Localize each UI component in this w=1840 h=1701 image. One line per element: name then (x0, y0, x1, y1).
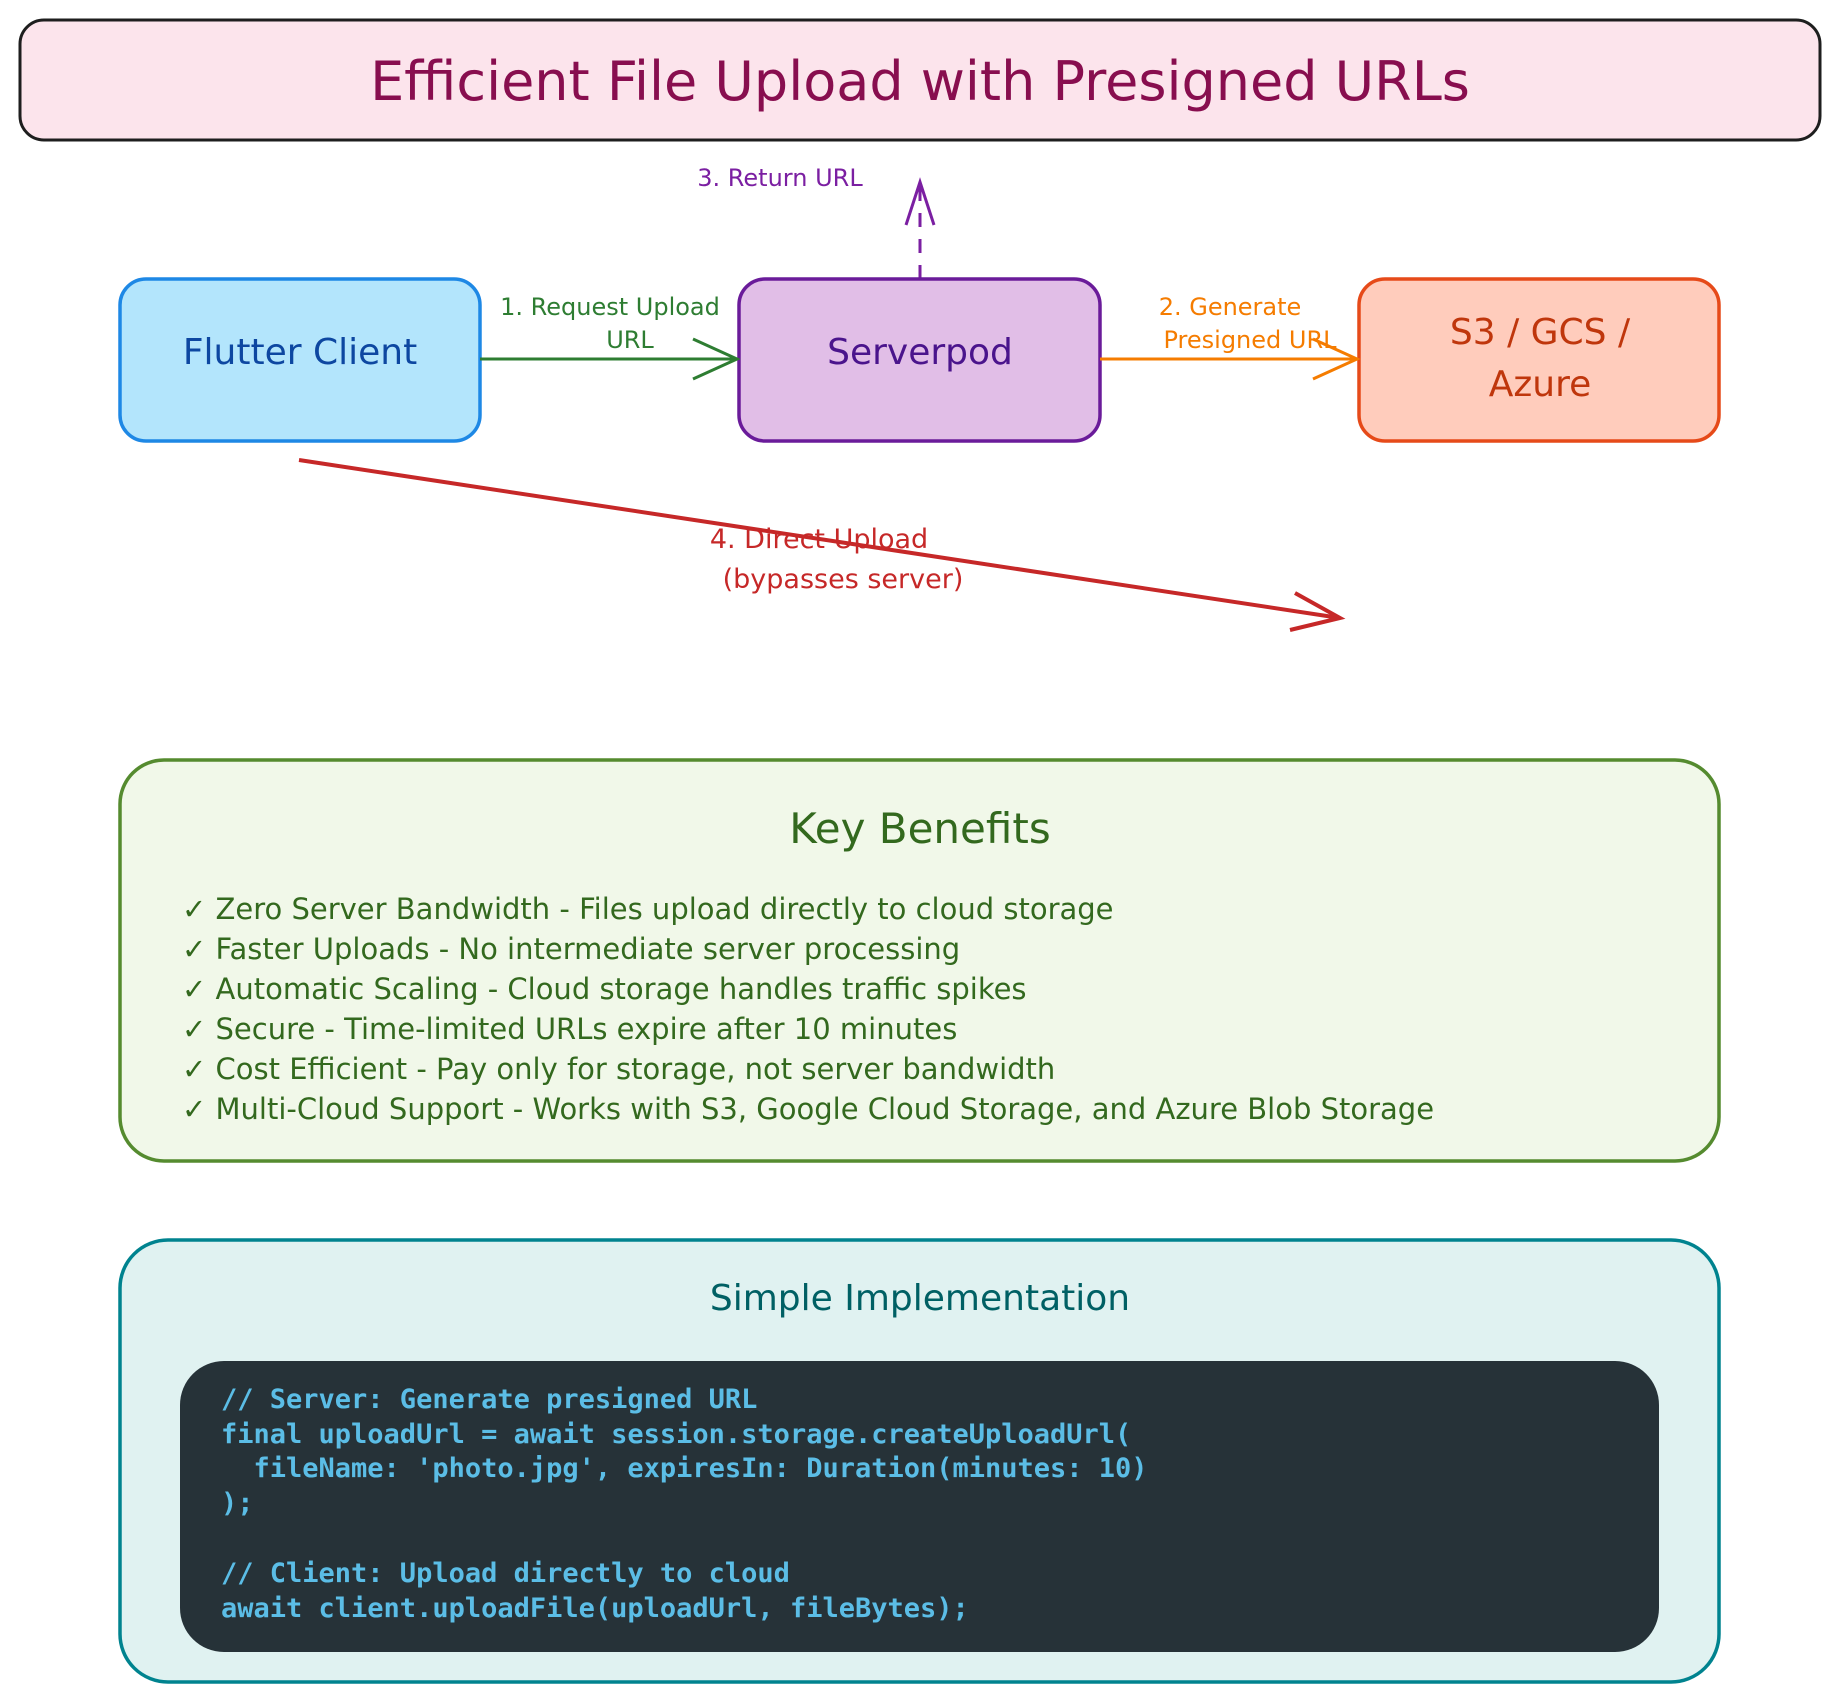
edge-return-url (904, 177, 936, 279)
title-box (18, 18, 1822, 142)
edge-direct-label-2: (bypasses server) (723, 564, 964, 595)
benefit-item: ✓ Zero Server Bandwidth - Files upload d… (182, 892, 1114, 926)
node-flutter-client-label: Flutter Client (183, 332, 417, 373)
edge-request-label-2: URL (606, 326, 654, 354)
edge-request-upload (480, 337, 741, 381)
code-block (180, 1361, 1659, 1652)
edge-generate-url (1100, 337, 1361, 381)
edge-generate-label-2: Presigned URL (1163, 326, 1337, 354)
code-line: ); (221, 1488, 254, 1519)
node-cloud-storage-label-2: Azure (1489, 364, 1592, 405)
node-cloud-storage-label-1: S3 / GCS / (1450, 312, 1631, 353)
edge-direct-label-1: 4. Direct Upload (710, 524, 928, 555)
edge-generate-label-1: 2. Generate (1159, 293, 1302, 321)
benefits-box (118, 758, 1721, 1163)
code-lines: // Server: Generate presigned URL final … (221, 1384, 1148, 1624)
benefits-list: ✓ Zero Server Bandwidth - Files upload d… (182, 892, 1434, 1126)
edge-request-label-1: 1. Request Upload (500, 293, 720, 321)
edge-return-label: 3. Return URL (697, 164, 863, 192)
implementation-title: Simple Implementation (710, 1278, 1130, 1319)
benefit-item: ✓ Multi-Cloud Support - Works with S3, G… (182, 1092, 1434, 1126)
benefits-title: Key Benefits (789, 804, 1050, 853)
benefit-item: ✓ Cost Efficient - Pay only for storage,… (182, 1052, 1055, 1086)
benefit-item: ✓ Faster Uploads - No intermediate serve… (182, 932, 960, 966)
benefit-item: ✓ Automatic Scaling - Cloud storage hand… (182, 972, 1027, 1006)
edge-direct-upload (298, 458, 1346, 632)
code-line: fileName: 'photo.jpg', expiresIn: Durati… (221, 1453, 1148, 1484)
code-line: await client.uploadFile(uploadUrl, fileB… (221, 1593, 969, 1624)
node-serverpod-label: Serverpod (827, 332, 1013, 373)
code-line: // Client: Upload directly to cloud (221, 1558, 790, 1589)
node-cloud-storage (1357, 277, 1721, 443)
code-line: final uploadUrl = await session.storage.… (221, 1419, 1131, 1450)
benefit-item: ✓ Secure - Time-limited URLs expire afte… (182, 1012, 957, 1046)
title-text: Efficient File Upload with Presigned URL… (370, 50, 1470, 113)
code-line: // Server: Generate presigned URL (221, 1384, 757, 1415)
